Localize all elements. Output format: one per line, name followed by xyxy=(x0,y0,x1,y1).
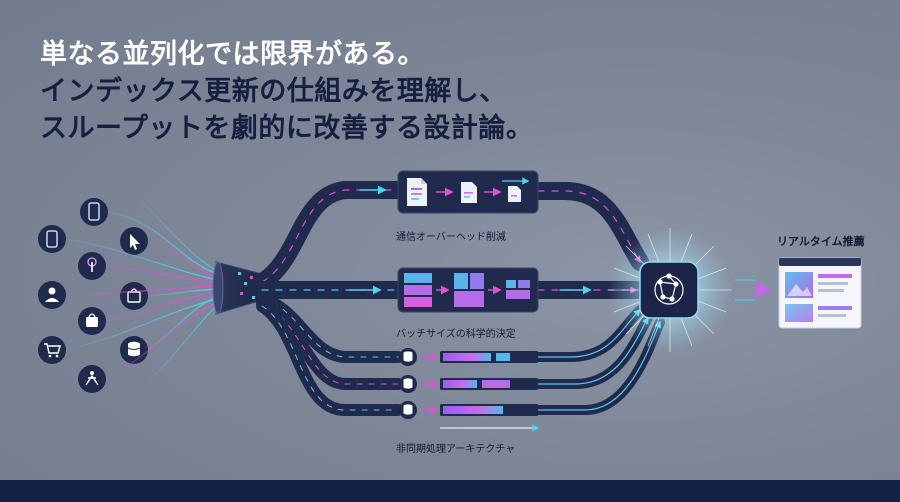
smartphone-icon xyxy=(80,198,108,226)
async-lane xyxy=(399,401,538,419)
async-lane xyxy=(399,348,538,366)
funnel xyxy=(212,261,265,315)
database-icon xyxy=(120,336,148,364)
label-batch: バッチサイズの科学的決定 xyxy=(396,329,516,340)
document-icon xyxy=(508,186,521,202)
database-icon xyxy=(403,351,413,362)
hub xyxy=(608,228,732,352)
database-icon xyxy=(403,378,413,389)
label-async: 非同期処理アーキテクチャ xyxy=(396,444,516,455)
source-icons xyxy=(38,198,148,393)
document-icon xyxy=(461,182,477,203)
label-overhead: 通信オーバーヘッド削減 xyxy=(396,232,506,243)
tablet-icon xyxy=(38,225,66,253)
headline-line-2: インデックス更新の仕組みを理解し、 xyxy=(40,76,507,107)
async-lanes xyxy=(399,348,540,432)
headline-line-1: 単なる並列化では限界がある。 xyxy=(40,39,425,70)
user-icon xyxy=(38,281,66,309)
batch-stage xyxy=(397,267,539,313)
bag-icon xyxy=(78,307,106,335)
touch-icon xyxy=(78,252,106,280)
cursor-click-icon xyxy=(120,227,148,255)
cart-icon xyxy=(38,336,66,364)
database-icon xyxy=(403,404,413,415)
batch-blocks-medium xyxy=(454,273,484,307)
async-lane xyxy=(399,375,538,393)
accessibility-icon xyxy=(78,365,106,393)
batch-blocks-large xyxy=(404,273,432,307)
overhead-stage xyxy=(397,170,539,214)
input-streams xyxy=(65,199,219,381)
label-realtime: リアルタイム推薦 xyxy=(777,235,865,248)
batch-blocks-small xyxy=(506,280,530,299)
document-icon xyxy=(407,178,427,206)
headline: 単なる並列化では限界がある。 インデックス更新の仕組みを理解し、 スループットを… xyxy=(40,36,533,147)
shopping-bag-icon xyxy=(120,282,148,310)
network-graph-icon xyxy=(654,273,684,305)
footer-bar xyxy=(0,480,900,502)
output-arrow xyxy=(700,279,772,301)
recommendation-window-icon xyxy=(778,257,862,329)
headline-line-3: スループットを劇的に改善する設計論。 xyxy=(40,113,534,144)
